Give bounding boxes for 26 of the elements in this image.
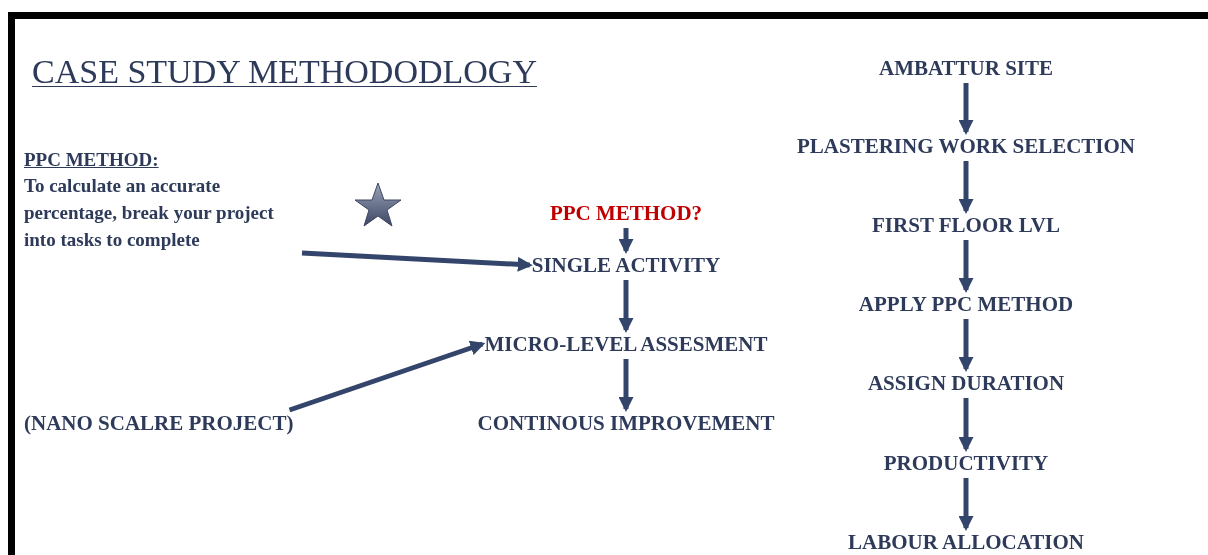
step-label: PLASTERING WORK SELECTION: [797, 134, 1135, 158]
arrow: [958, 83, 974, 135]
step-label: ASSIGN DURATION: [867, 371, 1065, 395]
step-label: CONTINOUS IMPROVEMENT: [477, 411, 775, 435]
step-label: FIRST FLOOR LVL: [872, 213, 1060, 237]
arrow: [958, 398, 974, 452]
step-label: PPC METHOD?: [549, 201, 703, 225]
arrow: [301, 250, 533, 272]
step-label: AMBATTUR SITE: [878, 56, 1054, 80]
arrow: [618, 359, 634, 412]
arrow: [618, 280, 634, 333]
arrow: [958, 240, 974, 293]
arrow: [958, 478, 974, 531]
title: CASE STUDY METHODODLOGY: [32, 52, 537, 92]
step-label: LABOUR ALLOCATION: [848, 530, 1084, 554]
arrow: [288, 340, 486, 413]
arrow: [958, 161, 974, 214]
step-label: APPLY PPC METHOD: [858, 292, 1074, 316]
arrow: [618, 228, 634, 254]
step-label: MICRO-LEVEL ASSESMENT: [484, 332, 768, 356]
step-label: (NANO SCALRE PROJECT): [24, 411, 294, 435]
description-text: To calculate an accurate percentage, break your project into tasks to complete: [24, 174, 275, 252]
arrow: [958, 319, 974, 372]
step-label: PRODUCTIVITY: [883, 451, 1049, 475]
section-heading: PPC METHOD:: [24, 148, 159, 172]
step-label: SINGLE ACTIVITY: [531, 253, 721, 277]
